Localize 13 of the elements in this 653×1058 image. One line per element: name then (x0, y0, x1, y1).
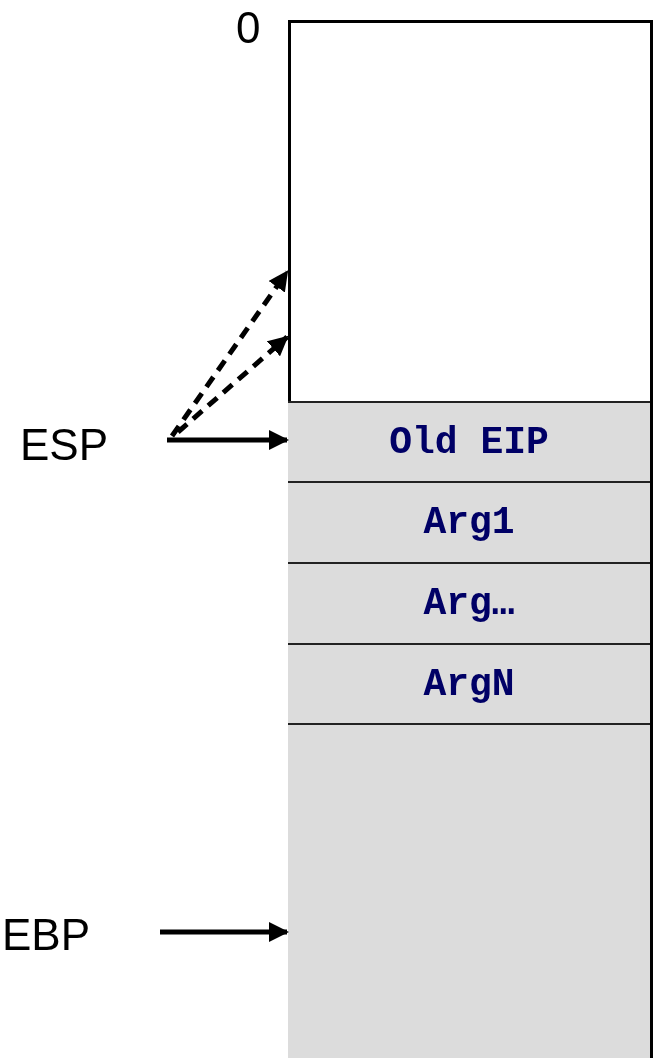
register-label: EBP (2, 905, 122, 965)
arrow (160, 922, 289, 942)
stack-region (288, 723, 650, 1058)
stack-column (288, 20, 653, 1058)
arrow (169, 270, 290, 438)
stack-cell: Arg… (288, 562, 650, 643)
arrow (167, 430, 289, 450)
stack-cell: Arg1 (288, 481, 650, 562)
stack-cell: ArgN (288, 643, 650, 723)
stack-cell: Old EIP (288, 401, 650, 481)
arrow (176, 335, 289, 434)
address-label: 0 (236, 6, 261, 50)
register-label: ESP (20, 415, 140, 475)
